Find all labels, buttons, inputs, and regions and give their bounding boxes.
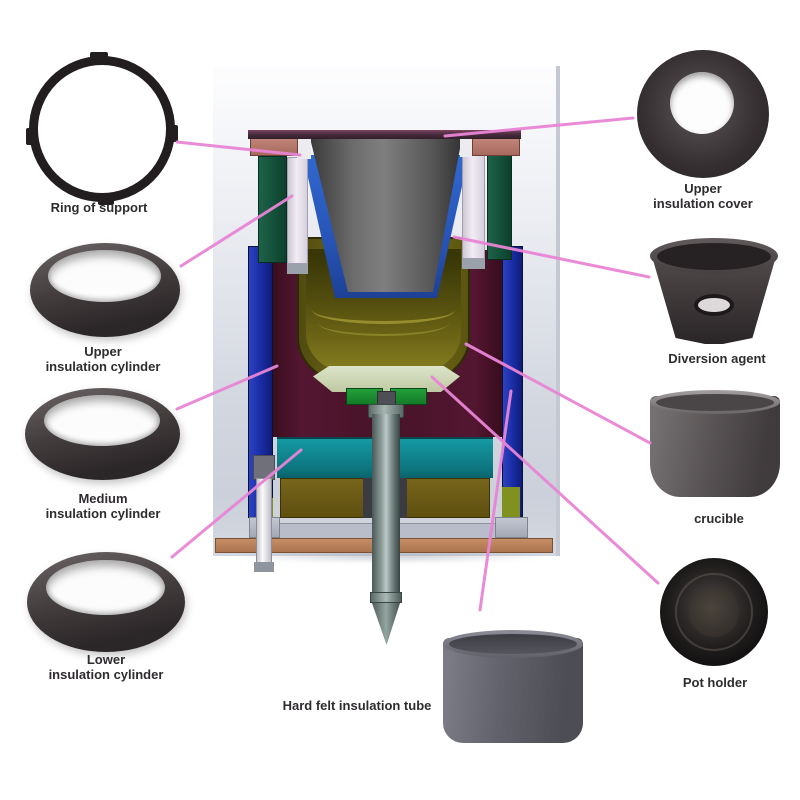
cup-rim-inner xyxy=(657,243,771,270)
diversion-agent-photo xyxy=(650,238,778,346)
label-hard-felt-insulation-tube: Hard felt insulation tube xyxy=(282,698,432,713)
cad-strip-foot-right xyxy=(462,259,485,269)
cad-melt-surface-line-2 xyxy=(318,310,449,336)
cad-green-flange-left xyxy=(258,156,287,263)
label-diversion-agent: Diversion agent xyxy=(668,351,766,366)
cad-upper-insulation-left xyxy=(287,157,308,264)
label-upper-insulation-cylinder: Upper insulation cylinder xyxy=(45,344,161,374)
crucible-rim-inner xyxy=(656,394,774,411)
medium-insulation-cylinder-photo xyxy=(25,388,180,480)
label-pot-holder: Pot holder xyxy=(682,675,748,690)
cup-bottom-hole xyxy=(694,294,734,316)
cad-flange-block-left xyxy=(250,137,298,156)
cad-olive-segment-right xyxy=(502,487,520,518)
cad-support-rod-foot xyxy=(254,562,274,572)
cad-pot-holder-plate xyxy=(313,366,460,392)
cad-shaft-tip xyxy=(372,603,400,645)
cylinder-hole xyxy=(46,560,165,615)
crucible-photo xyxy=(650,390,780,497)
upper-insulation-cover-photo xyxy=(637,50,769,178)
cad-background-panel-edge xyxy=(556,66,560,556)
cad-outer-shell-right xyxy=(502,246,523,518)
pot-holder-ring xyxy=(675,573,753,651)
label-crucible: crucible xyxy=(694,511,744,526)
cad-green-flange-right xyxy=(487,153,512,260)
cad-white-wedge-right xyxy=(460,139,474,157)
cylinder-hole xyxy=(48,250,161,302)
label-ring-of-support: Ring of support xyxy=(50,200,148,215)
cad-lower-shaft xyxy=(372,414,400,594)
ring-tab-bottom xyxy=(98,195,114,205)
upper-insulation-cylinder-photo xyxy=(30,243,180,337)
pot-holder-center xyxy=(689,587,739,637)
label-lower-insulation-cylinder: Lower insulation cylinder xyxy=(48,652,164,682)
cover-hole xyxy=(670,72,734,134)
cad-bottom-plate xyxy=(277,523,527,539)
pot-holder-photo xyxy=(660,558,768,666)
ring-tab-left xyxy=(26,128,37,145)
ring-tab-right xyxy=(167,125,178,142)
cad-white-wedge-left xyxy=(297,139,311,159)
hard-felt-insulation-tube-photo xyxy=(443,630,583,743)
label-medium-insulation-cylinder: Medium insulation cylinder xyxy=(45,491,161,521)
ring-of-support-photo xyxy=(26,52,178,205)
lower-insulation-cylinder-photo xyxy=(27,552,185,652)
cad-shaft-collar xyxy=(370,592,402,603)
cad-flange-block-right xyxy=(472,137,520,156)
cad-collar-right xyxy=(495,517,528,538)
cad-upper-insulation-right xyxy=(462,155,485,259)
cad-top-ring-plate xyxy=(248,130,521,139)
cad-support-rod-head xyxy=(253,455,275,480)
cad-support-rod xyxy=(256,478,272,568)
label-upper-insulation-cover: Upper insulation cover xyxy=(653,181,753,211)
cylinder-hole xyxy=(44,395,160,446)
ring-tab-top xyxy=(90,52,108,63)
cad-strip-foot-left xyxy=(287,264,308,274)
tube-rim-inner xyxy=(449,634,577,654)
